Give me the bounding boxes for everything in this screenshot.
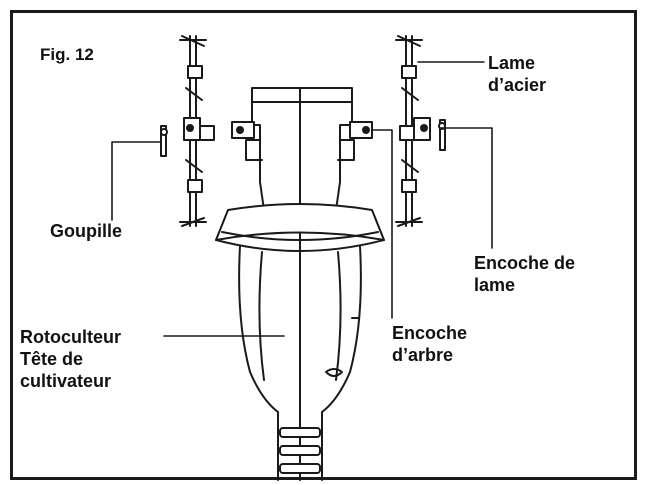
label-steel-blade-line-1: Lame	[488, 53, 536, 73]
figure-number: Fig. 12	[40, 45, 94, 64]
tiller-head-housing	[215, 87, 385, 481]
label-blade-notch-line-2: lame	[474, 275, 516, 295]
left-pin	[160, 125, 168, 157]
leader-lines	[111, 61, 493, 337]
figure-frame	[10, 10, 637, 480]
label-tiller-head-line-3: cultivateur	[20, 371, 112, 391]
right-pin	[438, 119, 446, 151]
label-shaft-notch-line-2: d’arbre	[392, 345, 454, 365]
label-tiller-head-line-2: Tête de	[20, 349, 84, 369]
label-blade-notch-line-1: Encoche de	[474, 253, 576, 273]
label-blade-notch: Encoche de lame	[474, 252, 575, 296]
label-tiller-head: Rotoculteur Tête de cultivateur	[20, 326, 121, 392]
right-tine-assembly	[395, 35, 431, 227]
label-tiller-head-line-1: Rotoculteur	[20, 327, 121, 347]
label-steel-blade: Lame d’acier	[488, 52, 546, 96]
label-steel-blade-line-2: d’acier	[488, 75, 547, 95]
label-pin: Goupille	[50, 221, 122, 241]
left-tine-assembly	[179, 35, 215, 227]
label-shaft-notch: Encoche d’arbre	[392, 322, 467, 366]
label-shaft-notch-line-1: Encoche	[392, 323, 468, 343]
